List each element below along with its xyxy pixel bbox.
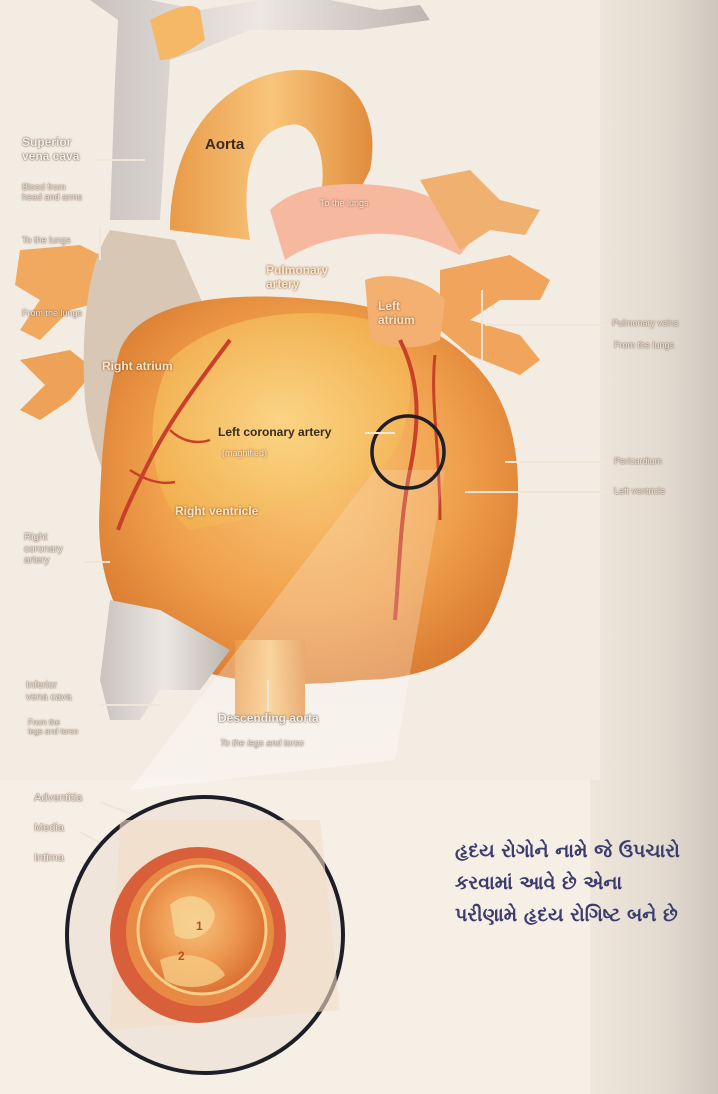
label-to-lungs-left: To the lungs [22,235,71,245]
label-left-coronary-artery-sub: (magnified) [222,448,267,458]
label-from-lungs-left: From the lungs [22,308,82,318]
label-left-coronary-artery: Left coronary artery [218,426,331,440]
label-inferior-vena-cava: Inferior vena cava [26,680,72,703]
label-descending-aorta: Descending aorta [218,712,319,726]
label-aorta: Aorta [205,136,244,153]
label-adventitia: Adventitia [34,792,82,805]
label-right-coronary-artery: Right coronary artery [24,532,63,567]
marker-2: 2 [178,950,185,964]
label-pulmonary-artery: Pulmonary artery [266,264,328,292]
label-left-ventricle: Left ventricle [614,486,665,496]
label-left-atrium: Left atrium [378,300,415,328]
label-superior-vena-cava-sub: Blood from head and arms [22,182,82,203]
label-pericardium: Pericardium [614,456,662,466]
label-pulmonary-veins: Pulmonary veins [612,318,679,328]
label-right-ventricle: Right ventricle [175,505,258,519]
label-right-atrium: Right atrium [102,360,173,374]
label-pulmonary-veins-sub: From the lungs [614,340,674,350]
label-descending-aorta-sub: To the legs and torso [220,738,304,748]
label-media: Media [34,822,64,835]
gujarati-line-2: કરવામાં આવે છે એના [455,872,622,894]
label-to-lungs-top: To the lungs [320,198,369,208]
gujarati-line-3: પરીણામે હૃદય રોગિષ્ટ બને છે [455,904,678,926]
label-superior-vena-cava: Superior vena cava [22,136,79,164]
gujarati-line-1: હૃદય રોગોને નામે જે ઉપચારો [455,840,680,862]
marker-1: 1 [196,920,203,934]
label-inferior-vena-cava-sub: From the legs and torso [28,718,78,736]
label-intima: Intima [34,852,64,865]
